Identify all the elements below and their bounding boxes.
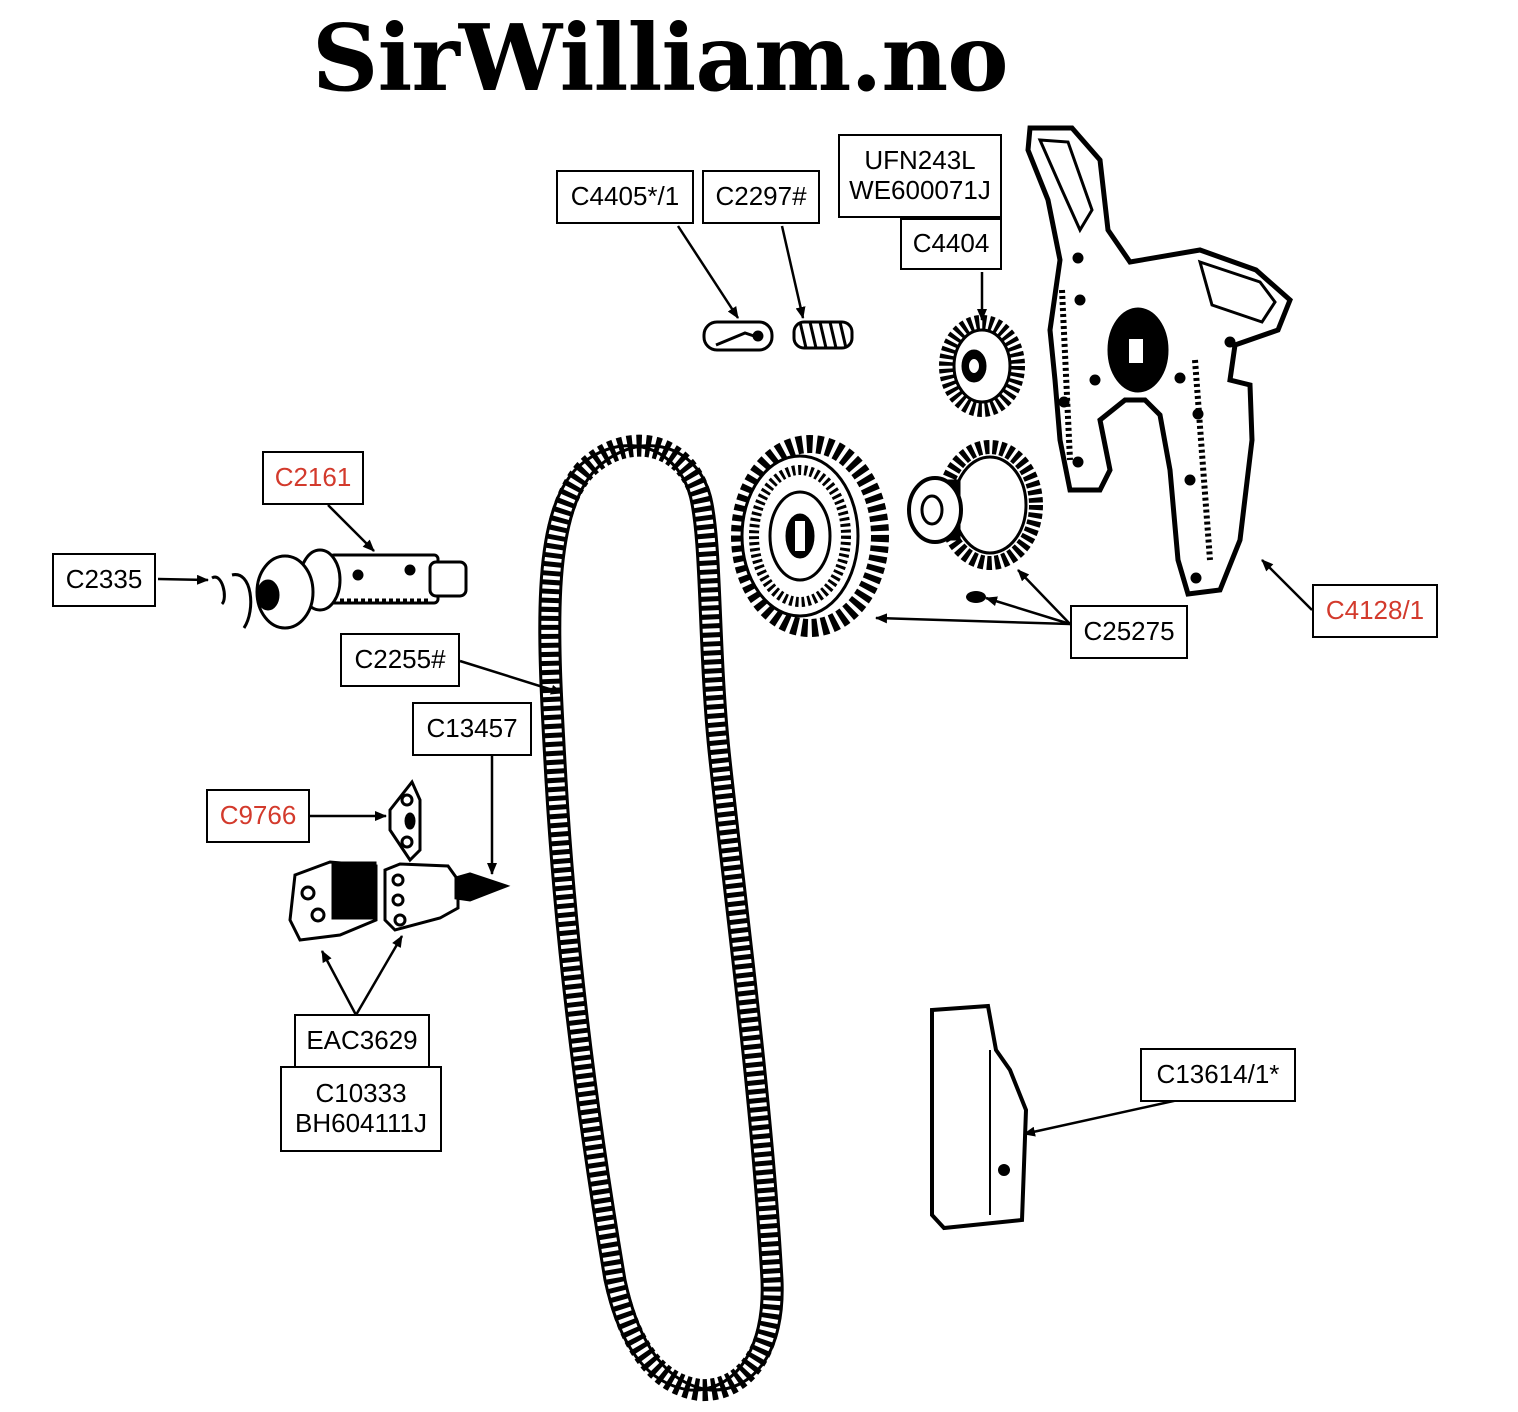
label-c4405: C4405*/1: [556, 170, 694, 224]
label-c10333-text: C10333: [315, 1078, 407, 1109]
circlip: [211, 573, 253, 629]
label-c13614-text: C13614/1*: [1156, 1059, 1280, 1090]
label-c13614: C13614/1*: [1140, 1048, 1296, 1102]
small-sprocket: [939, 315, 1025, 417]
label-bh604111j-text: BH604111J: [294, 1108, 428, 1138]
label-c2297-text: C2297#: [715, 181, 807, 212]
damper-pad: [930, 1003, 1029, 1231]
timing-chain: [538, 434, 784, 1402]
label-c2161-text: C2161: [274, 462, 352, 493]
gasket-part: [388, 779, 422, 863]
label-c4405-text: C4405*/1: [570, 181, 680, 212]
label-we600071j-text: WE600071J: [849, 175, 991, 205]
label-c9766-text: C9766: [219, 800, 297, 831]
leader-lines: [157, 225, 1313, 1137]
camshaft: [255, 548, 468, 630]
label-c2255: C2255#: [340, 633, 460, 687]
label-c13457-text: C13457: [426, 713, 518, 744]
label-c4404-text: C4404: [912, 228, 990, 259]
large-sprocket: [731, 435, 889, 637]
spring-part: [792, 320, 854, 350]
label-c2297: C2297#: [702, 170, 820, 224]
label-ufn243l-text: UFN243L: [864, 145, 976, 176]
label-c2335: C2335: [52, 553, 156, 607]
label-c2161: C2161: [262, 451, 364, 505]
label-c4128: C4128/1: [1312, 584, 1438, 638]
label-eac3629-text: EAC3629: [306, 1025, 418, 1056]
label-eac3629: EAC3629: [294, 1014, 430, 1068]
key-part: [966, 591, 986, 603]
label-c2255-text: C2255#: [354, 644, 446, 675]
label-c4404: C4404: [900, 218, 1002, 270]
chain-cover-plate: [1025, 125, 1293, 597]
label-c25275: C25275: [1070, 605, 1188, 659]
bolt-part: [702, 320, 774, 352]
label-c13457: C13457: [412, 702, 532, 756]
crank-sprocket: [907, 440, 1043, 570]
brand-title: SirWilliam.no: [312, 4, 1009, 112]
label-c2335-text: C2335: [65, 564, 143, 595]
label-c10333-bh604111j: C10333 BH604111J: [280, 1066, 442, 1152]
label-ufn243l-we600071j: UFN243L WE600071J: [838, 134, 1002, 218]
label-c4128-text: C4128/1: [1325, 595, 1425, 626]
label-c9766: C9766: [206, 789, 310, 843]
tensioner-assembly: [288, 860, 511, 942]
label-c25275-text: C25275: [1083, 616, 1175, 647]
